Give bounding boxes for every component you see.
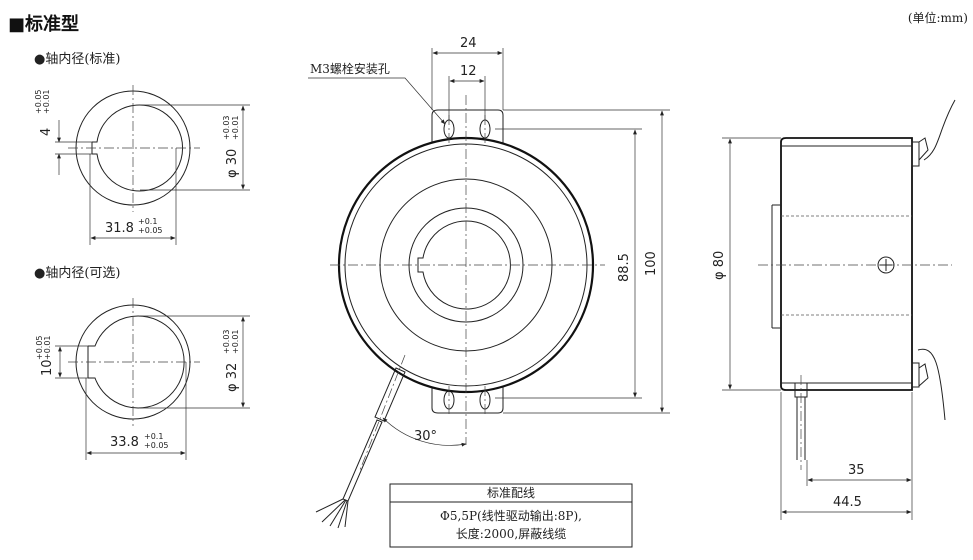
shaft-standard-key-dim: 4 (39, 128, 54, 136)
side-view: φ 80 35 44.5 (712, 99, 956, 520)
side-total-depth-dim: 44.5 (833, 495, 862, 510)
shaft-standard-width-dim: 31.8 (105, 221, 134, 236)
wiring-table: 标准配线 Φ5,5P(线性驱动输出:8P), 长度:2000,屏蔽线缆 (389, 483, 633, 548)
side-body-depth-dim: 35 (848, 463, 865, 478)
hole-pitch-dim: 88.5 (617, 253, 632, 282)
shaft-standard-diameter-dim: φ 30 (225, 149, 240, 178)
wiring-table-header: 标准配线 (487, 486, 535, 500)
svg-text:+0.01: +0.01 (231, 329, 240, 354)
wiring-spec-line: 长度:2000,屏蔽线缆 (456, 526, 566, 541)
front-bore (417, 220, 511, 310)
shaft-standard-section: ●轴内径(标准) 4 +0.05 +0.01 φ 30 +0.03 +0.01 … (34, 51, 250, 245)
bolt-hole-label: M3螺栓安装孔 (310, 61, 390, 76)
side-body-outline (780, 137, 913, 391)
cable-angle-dim: 30° (414, 429, 437, 444)
outer-spacing-dim: 24 (460, 36, 477, 51)
unit-label: (单位:mm) (908, 10, 968, 25)
svg-text:+0.01: +0.01 (42, 89, 51, 114)
shaft-optional-width-dim: 33.8 (110, 435, 139, 450)
svg-text:+0.01: +0.01 (43, 335, 52, 360)
svg-text:+0.03: +0.03 (222, 115, 231, 140)
svg-text:+0.05: +0.05 (35, 335, 44, 360)
side-screw (877, 256, 895, 274)
shaft-optional-label: ●轴内径(可选) (34, 265, 121, 281)
shaft-optional-section: ●轴内径(可选) 10 +0.05 +0.01 φ 32 +0.03 +0.01… (34, 265, 250, 460)
svg-text:+0.05: +0.05 (34, 89, 43, 114)
inner-spacing-dim: 12 (460, 64, 477, 79)
wiring-spec-line: Φ5,5P(线性驱动输出:8P), (440, 508, 582, 523)
front-view: 30° M3螺栓安装孔 24 12 88.5 100 (308, 36, 670, 529)
svg-text:+0.1: +0.1 (138, 217, 157, 226)
svg-text:+0.1: +0.1 (144, 432, 163, 441)
side-diameter-dim: φ 80 (712, 251, 727, 280)
page-title: ■标准型 (8, 13, 79, 35)
shaft-optional-key-dim: 10 (40, 359, 55, 376)
svg-text:+0.01: +0.01 (231, 115, 240, 140)
shaft-optional-diameter-dim: φ 32 (225, 363, 240, 392)
svg-text:+0.05: +0.05 (144, 441, 169, 450)
svg-text:+0.05: +0.05 (138, 226, 163, 235)
shaft-standard-label: ●轴内径(标准) (34, 51, 121, 67)
bottom-mounting-flange (431, 378, 504, 414)
svg-text:+0.03: +0.03 (222, 329, 231, 354)
top-mounting-flange (431, 109, 504, 152)
total-height-dim: 100 (644, 251, 659, 276)
